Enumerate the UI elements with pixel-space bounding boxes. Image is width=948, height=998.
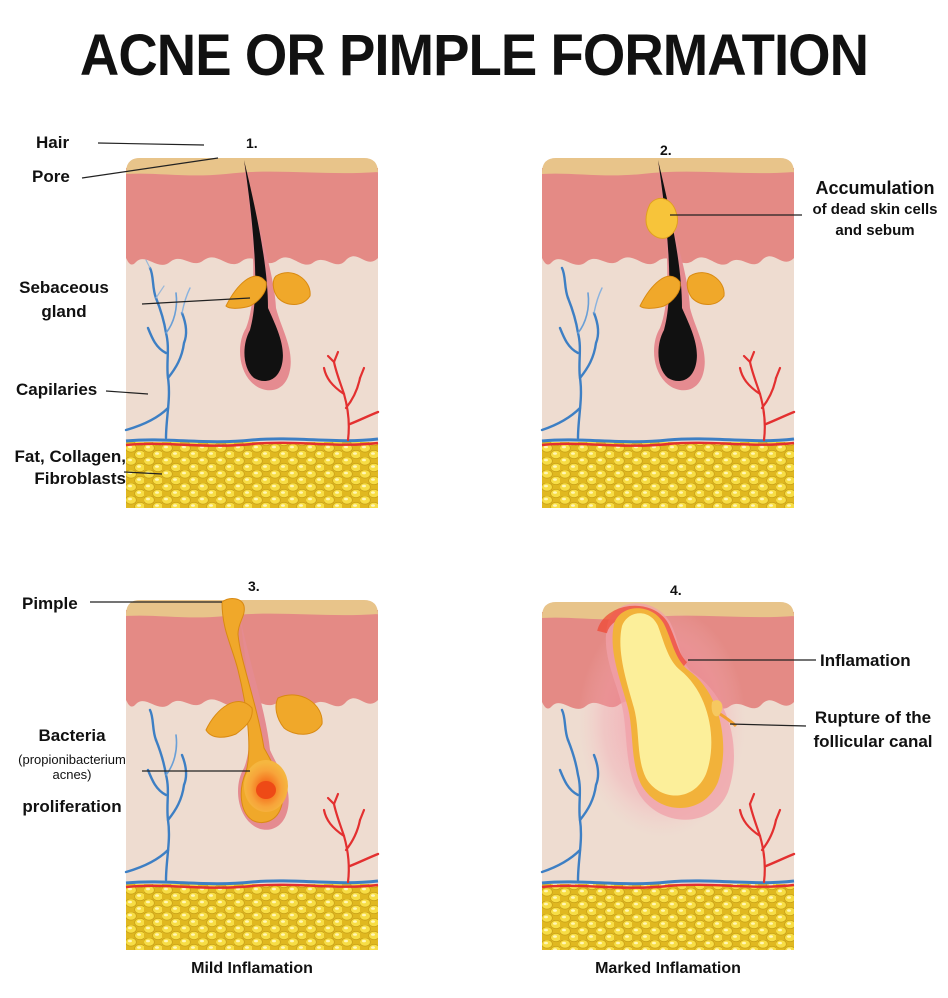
label-pimple: Pimple	[22, 594, 78, 613]
panel-3-number: 3.	[248, 578, 260, 594]
fat-cells-icon	[126, 442, 378, 508]
label-bacteria: Bacteria	[38, 726, 106, 745]
pus-filled-pimple-icon	[620, 613, 712, 796]
capillary-icon	[124, 259, 191, 440]
label-sebaceous-gland: Sebaceous gland	[19, 278, 109, 321]
page-title: ACNE OR PIMPLE FORMATION	[79, 23, 869, 88]
panel-3-skin	[124, 598, 380, 950]
panel-1-skin	[124, 158, 380, 508]
label-rupture: Rupture of the follicular canal	[813, 708, 933, 751]
plug-accumulation-icon	[645, 197, 679, 239]
caption-mild-inflamation: Mild Inflamation	[191, 960, 313, 977]
panel-2-number: 2.	[660, 142, 672, 158]
label-inflamation: Inflamation	[820, 651, 911, 670]
panel-4-number: 4.	[670, 582, 682, 598]
panel-2-skin	[540, 158, 796, 508]
label-bacteria-sub: (propionibacterium acnes)	[18, 752, 126, 782]
sebaceous-gland-icon	[225, 272, 311, 309]
caption-marked-inflamation: Marked Inflamation	[595, 960, 741, 977]
label-proliferation: proliferation	[22, 797, 122, 816]
panel-4-skin	[540, 602, 796, 950]
label-pore: Pore	[32, 167, 70, 186]
label-fat-collagen: Fat, Collagen, Fibroblasts	[14, 447, 126, 488]
label-accumulation: Accumulation of dead skin cells and sebu…	[812, 178, 938, 239]
panel-1-number: 1.	[246, 135, 258, 151]
leader-lines	[81, 142, 816, 772]
label-hair: Hair	[36, 133, 70, 152]
label-capillaries: Capilaries	[16, 380, 98, 399]
